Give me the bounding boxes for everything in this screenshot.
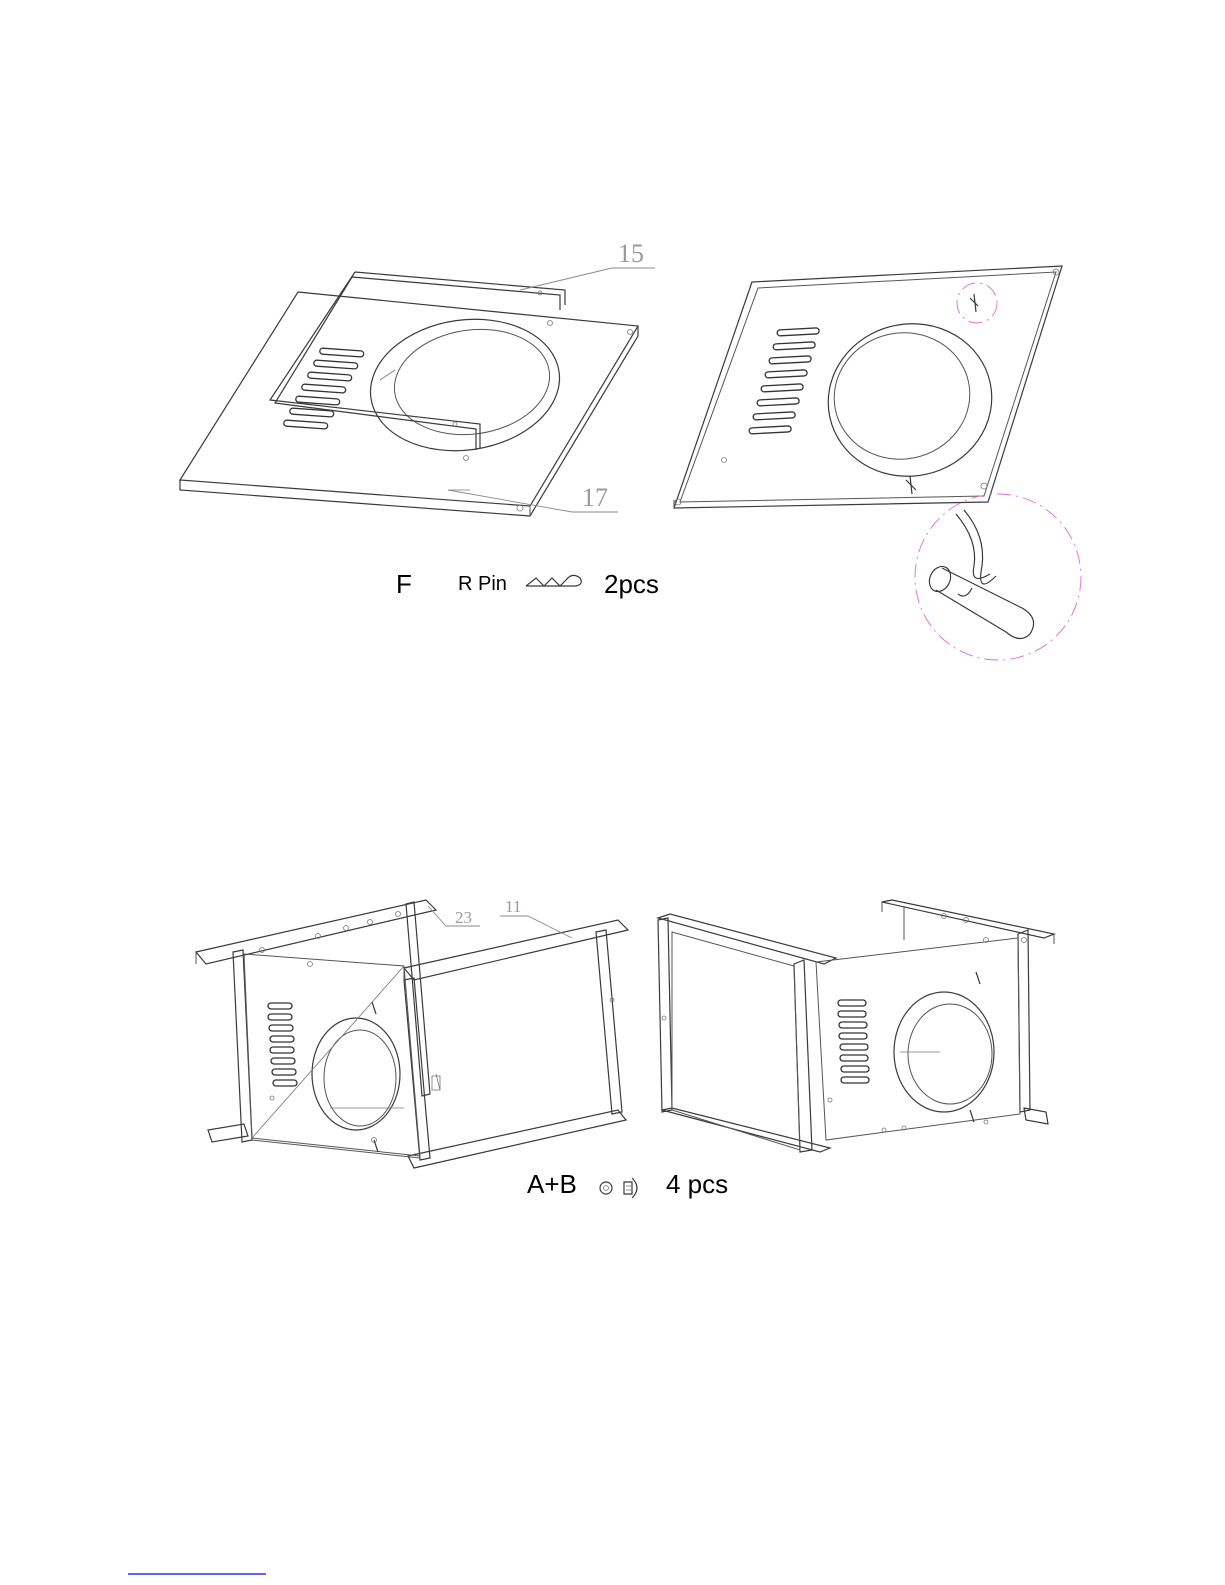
step-letter-ab: A+B [527,1169,577,1199]
step-f-caption: F R Pin 2pcs [396,569,659,599]
housing-front-drawing [196,900,628,1168]
vent-slots-underside [749,328,819,434]
washer-and-bolt-icon [600,1178,637,1198]
detail-circle-small [957,283,997,323]
callout-17: 17 [448,483,618,512]
callout-17-text: 17 [582,483,608,512]
callout-11-text: 11 [505,897,521,916]
step-ab-caption: A+B 4 pcs [527,1169,728,1199]
cover-plate-with-handle-drawing [180,272,638,516]
callout-15: 15 [520,239,655,290]
detail-circle-large [915,494,1081,660]
r-pin-installed-bottom [906,476,916,494]
housing-rear-drawing [658,900,1054,1152]
vent-slots-front [268,1003,297,1086]
quantity-bottom: 4 pcs [666,1169,728,1199]
quantity-top: 2pcs [604,569,659,599]
cover-plate-underside-drawing [674,266,1081,660]
step-letter-f: F [396,569,412,599]
vent-slots-rear [838,1000,869,1083]
callout-15-text: 15 [618,239,644,268]
callout-11: 11 [500,897,572,938]
hardware-name-r-pin: R Pin [458,573,507,595]
r-pin-installed-top [970,294,978,312]
r-pin-icon [526,575,581,586]
magnified-r-pin [925,510,1033,639]
vent-slots [284,348,364,429]
callout-23-text: 23 [455,908,472,927]
